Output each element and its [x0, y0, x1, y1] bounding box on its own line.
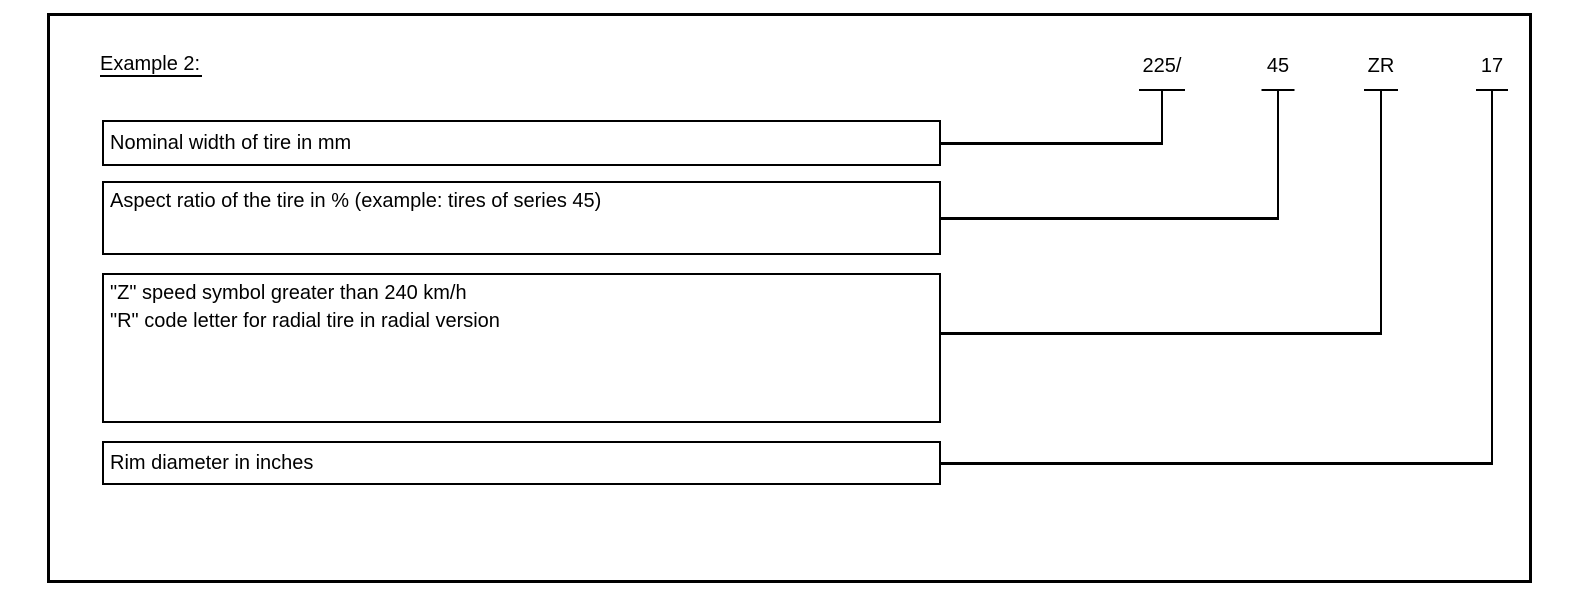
code-segment-speed-radial: ZR — [1364, 56, 1398, 91]
stem-line-aspect-ratio — [1277, 90, 1279, 220]
code-segment-aspect-ratio-text: 45 — [1266, 55, 1290, 77]
label-box-aspect-ratio-text: Aspect ratio of the tire in % (example: … — [110, 190, 602, 212]
connector-line-aspect-ratio — [939, 217, 1279, 220]
label-box-width-text: Nominal width of tire in mm — [110, 132, 352, 154]
stem-line-speed-radial — [1380, 90, 1382, 335]
label-box-speed-radial-text: "Z" speed symbol greater than 240 km/h "… — [110, 282, 500, 332]
diagram-title: Example 2: — [100, 53, 203, 77]
label-box-rim-diameter-text: Rim diameter in inches — [110, 452, 314, 474]
code-segment-speed-radial-text: ZR — [1367, 55, 1395, 77]
label-box-rim-diameter: Rim diameter in inches — [102, 441, 941, 485]
diagram-border: Example 2: 225/ 45 ZR 17 Nominal — [47, 13, 1532, 583]
label-box-width: Nominal width of tire in mm — [102, 120, 941, 166]
stem-line-rim-diameter — [1491, 90, 1493, 465]
code-segment-aspect-ratio: 45 — [1261, 55, 1295, 91]
code-segment-rim-diameter-text: 17 — [1480, 55, 1504, 77]
code-segment-rim-diameter: 17 — [1476, 56, 1508, 91]
label-box-aspect-ratio: Aspect ratio of the tire in % (example: … — [102, 181, 941, 255]
stem-line-width — [1161, 90, 1163, 145]
connector-line-rim-diameter — [939, 462, 1493, 465]
code-segment-width: 225/ — [1139, 56, 1185, 91]
connector-line-speed-radial — [939, 332, 1382, 335]
label-box-speed-radial: "Z" speed symbol greater than 240 km/h "… — [102, 273, 941, 423]
connector-line-width — [939, 142, 1163, 145]
code-segment-width-text: 225/ — [1142, 55, 1182, 77]
